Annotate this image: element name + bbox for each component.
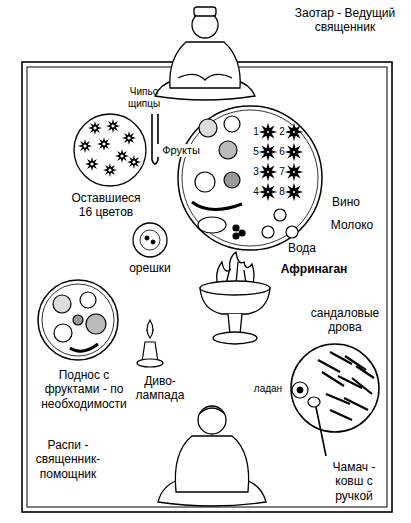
- incense-bowl: [292, 382, 308, 398]
- divo-lamp: [137, 320, 163, 367]
- callout-number: 3: [250, 166, 262, 178]
- part-label: Афринаган: [274, 262, 354, 276]
- callout-number: 2: [276, 126, 288, 138]
- fruit-tray: [178, 106, 322, 250]
- part-label: Заотар - Ведущий священник: [287, 6, 403, 35]
- part-label: Поднос с фруктами - по необходимости: [35, 368, 133, 411]
- nuts-bowl: [133, 223, 167, 257]
- part-label: Чипьо щипцы: [123, 86, 165, 110]
- raspi-figure: [158, 406, 266, 506]
- part-label: Чамач - ковш с ручкой: [326, 460, 382, 503]
- side-fruit-tray: [38, 280, 118, 360]
- ladle: [308, 397, 320, 407]
- part-label: Вода: [282, 241, 322, 255]
- zaotar-figure: [155, 7, 255, 100]
- sandalwood-tray: [291, 344, 379, 456]
- afrinagan-vase: [200, 252, 270, 344]
- part-label: Оставшиеся 16 цветов: [67, 191, 145, 220]
- callout-number: 8: [276, 186, 288, 198]
- part-label: ладан: [251, 383, 285, 395]
- carpet: [22, 62, 392, 512]
- part-label: сандаловые дрова: [306, 306, 384, 335]
- part-label: Диво-лампада: [132, 374, 188, 403]
- part-label: Фрукты: [156, 144, 206, 157]
- callout-number: 6: [276, 146, 288, 158]
- part-label: орешки: [122, 261, 178, 275]
- part-label: Распи - священник-помощник: [31, 438, 105, 481]
- callout-number: 1: [250, 126, 262, 138]
- callout-number: 5: [250, 146, 262, 158]
- callout-number: 7: [276, 166, 288, 178]
- part-label: Молоко: [324, 218, 380, 232]
- part-label: Вино: [326, 195, 366, 209]
- flower-tray: [74, 114, 146, 186]
- callout-number: 4: [250, 186, 262, 198]
